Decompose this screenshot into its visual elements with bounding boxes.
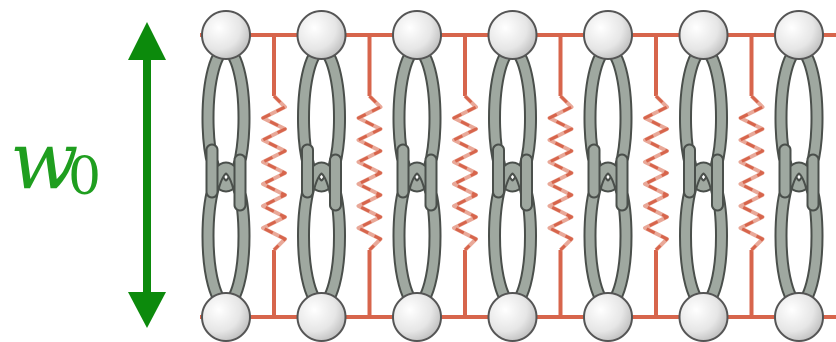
zigzag-spring-icon (547, 35, 574, 317)
node-spheres (201, 10, 824, 342)
coil-spring-icon (488, 43, 537, 311)
coil-spring-icon (297, 43, 346, 311)
zigzag-spring-icon (738, 35, 765, 317)
node-sphere-icon (583, 292, 633, 342)
node-sphere-icon (678, 10, 729, 60)
width-label-symbol: w (10, 114, 78, 207)
svg-text:w: w (10, 114, 78, 207)
width-label-subscript: 0 (68, 147, 101, 207)
node-sphere-icon (392, 10, 442, 60)
coil-springs (201, 43, 824, 311)
zigzag-spring-icon (643, 35, 669, 317)
node-sphere-icon (296, 10, 347, 60)
node-sphere-icon (583, 10, 633, 60)
coil-spring-icon (583, 43, 633, 311)
node-sphere-icon (392, 292, 442, 342)
node-sphere-icon (201, 292, 251, 342)
coil-spring-icon (774, 43, 824, 311)
zigzag-spring-icon (356, 35, 383, 317)
coil-spring-icon (392, 43, 442, 311)
node-sphere-icon (774, 10, 824, 60)
coil-spring-icon (679, 43, 728, 311)
zigzag-spring-icon (261, 35, 287, 317)
node-sphere-icon (201, 10, 251, 60)
node-sphere-icon (296, 292, 347, 342)
coil-spring-icon (201, 43, 251, 311)
width-label: w 0 (10, 114, 101, 207)
node-sphere-icon (678, 292, 729, 342)
node-sphere-icon (487, 292, 538, 342)
node-sphere-icon (487, 10, 538, 60)
zigzag-spring-icon (452, 35, 478, 317)
zigzag-springs (261, 35, 765, 317)
double-arrow-icon (128, 22, 166, 328)
node-sphere-icon (774, 292, 824, 342)
